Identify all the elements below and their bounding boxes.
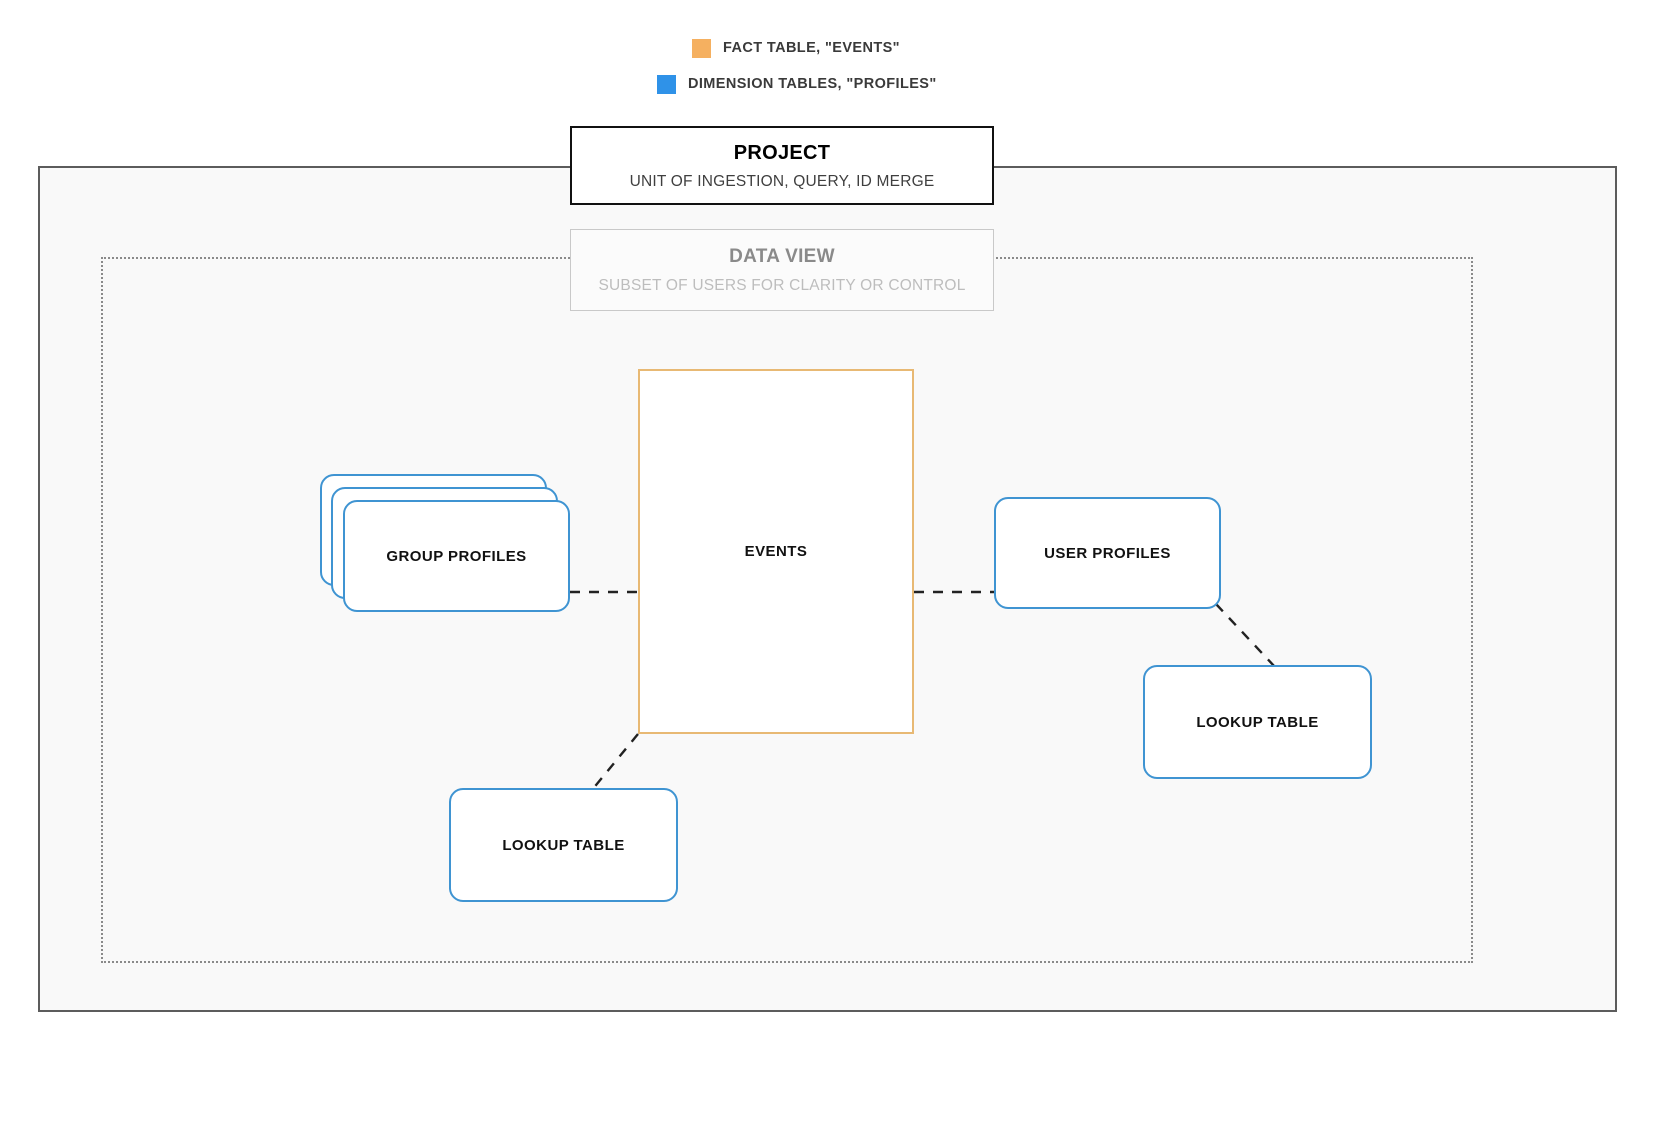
node-group-profiles-label: GROUP PROFILES [386,547,527,565]
node-lookup-table-left-label: LOOKUP TABLE [502,836,625,854]
node-lookup-table-right[interactable]: LOOKUP TABLE [1143,665,1372,779]
project-subtitle: UNIT OF INGESTION, QUERY, ID MERGE [629,173,935,190]
node-events-label: EVENTS [744,543,808,560]
data-view-header-card: DATA VIEW SUBSET OF USERS FOR CLARITY OR… [570,229,994,311]
node-lookup-table-left[interactable]: LOOKUP TABLE [449,788,678,902]
legend-label-fact-table: FACT TABLE, "EVENTS" [723,40,900,56]
group-profiles-card-front[interactable]: GROUP PROFILES [343,500,570,612]
legend-swatch-dimension-icon [657,74,676,94]
node-user-profiles[interactable]: USER PROFILES [994,497,1221,609]
legend-item-fact-table: FACT TABLE, "EVENTS" [0,30,1664,66]
legend-item-dimension-tables: DIMENSION TABLES, "PROFILES" [0,66,1664,102]
node-events[interactable]: EVENTS [638,369,914,734]
legend-label-dimension-tables: DIMENSION TABLES, "PROFILES" [688,76,937,92]
data-view-title: DATA VIEW [729,246,835,267]
node-lookup-table-right-label: LOOKUP TABLE [1196,713,1319,731]
node-user-profiles-label: USER PROFILES [1044,544,1171,562]
data-view-subtitle: SUBSET OF USERS FOR CLARITY OR CONTROL [598,277,966,294]
project-header-card: PROJECT UNIT OF INGESTION, QUERY, ID MER… [570,126,994,205]
node-group-profiles[interactable]: GROUP PROFILES [320,474,570,614]
project-title: PROJECT [733,142,831,164]
legend: FACT TABLE, "EVENTS" DIMENSION TABLES, "… [0,30,1664,102]
legend-swatch-fact-icon [692,38,711,58]
